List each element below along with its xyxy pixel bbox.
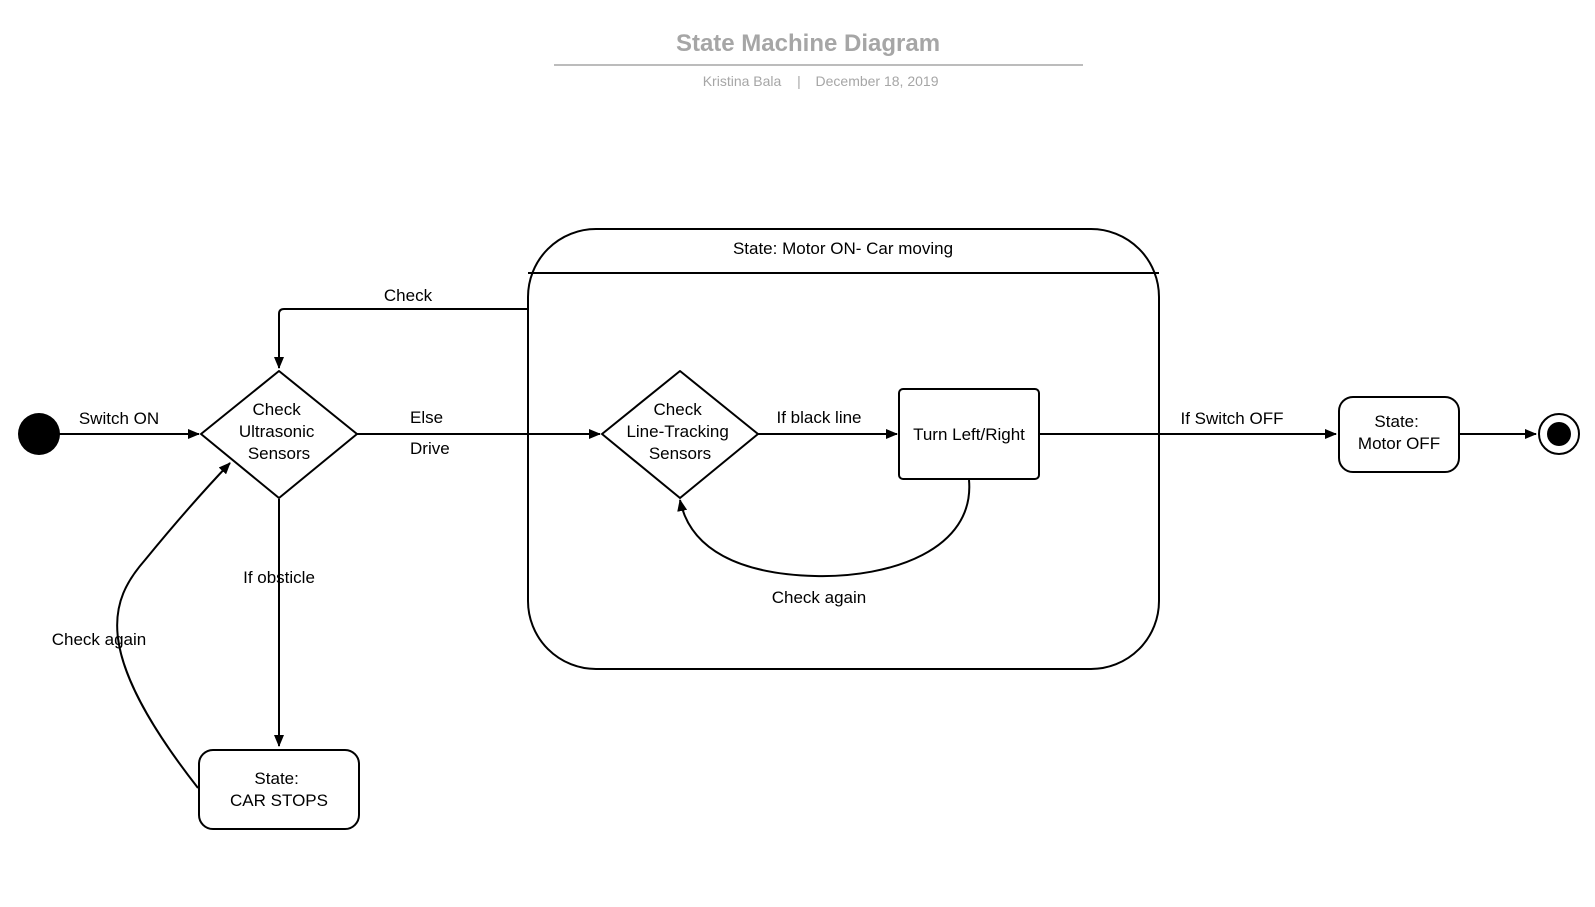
state-turn-left-right-label: Turn Left/Right [913,425,1025,444]
decision-check-line-tracking-label: Check Line-Tracking Sensors [626,400,733,463]
diagram-title: State Machine Diagram [676,30,940,57]
state-car-stops[interactable]: State: CAR STOPS [198,749,360,830]
state-motor-off[interactable]: State: Motor OFF [1338,396,1460,473]
edge-check-again-inner[interactable] [677,479,971,578]
composite-state-title: State: Motor ON- Car moving [733,239,953,258]
edge-label-if-switch-off: If Switch OFF [1181,409,1284,428]
edge-label-check: Check [384,286,433,305]
edge-label-else: Else [410,408,443,427]
decision-check-line-tracking[interactable]: Check Line-Tracking Sensors [601,370,759,499]
edge-label-check-again-left: Check again [52,630,147,649]
edge-check-again-left[interactable] [116,462,231,789]
initial-state[interactable] [18,413,60,455]
final-state-core [1547,422,1571,446]
edge-check[interactable] [274,308,528,369]
diagram-date: December 18, 2019 [816,73,939,89]
edge-label-switch-on: Switch ON [79,409,159,428]
decision-check-ultrasonic[interactable]: Check Ultrasonic Sensors [200,370,358,499]
state-car-stops-label: State: CAR STOPS [230,769,328,810]
header-separator: | [797,73,801,89]
state-turn-left-right[interactable]: Turn Left/Right [898,388,1040,480]
edge-label-if-black-line: If black line [776,408,861,427]
author-name: Kristina Bala [703,73,782,89]
composite-state-motor-on[interactable] [527,228,1160,670]
decision-check-ultrasonic-label: Check Ultrasonic Sensors [239,400,319,463]
state-motor-off-label: State: Motor OFF [1358,412,1440,453]
edge-label-drive: Drive [410,439,450,458]
edge-label-check-again-inner: Check again [772,588,867,607]
edge-label-if-obsticle: If obsticle [243,568,315,587]
